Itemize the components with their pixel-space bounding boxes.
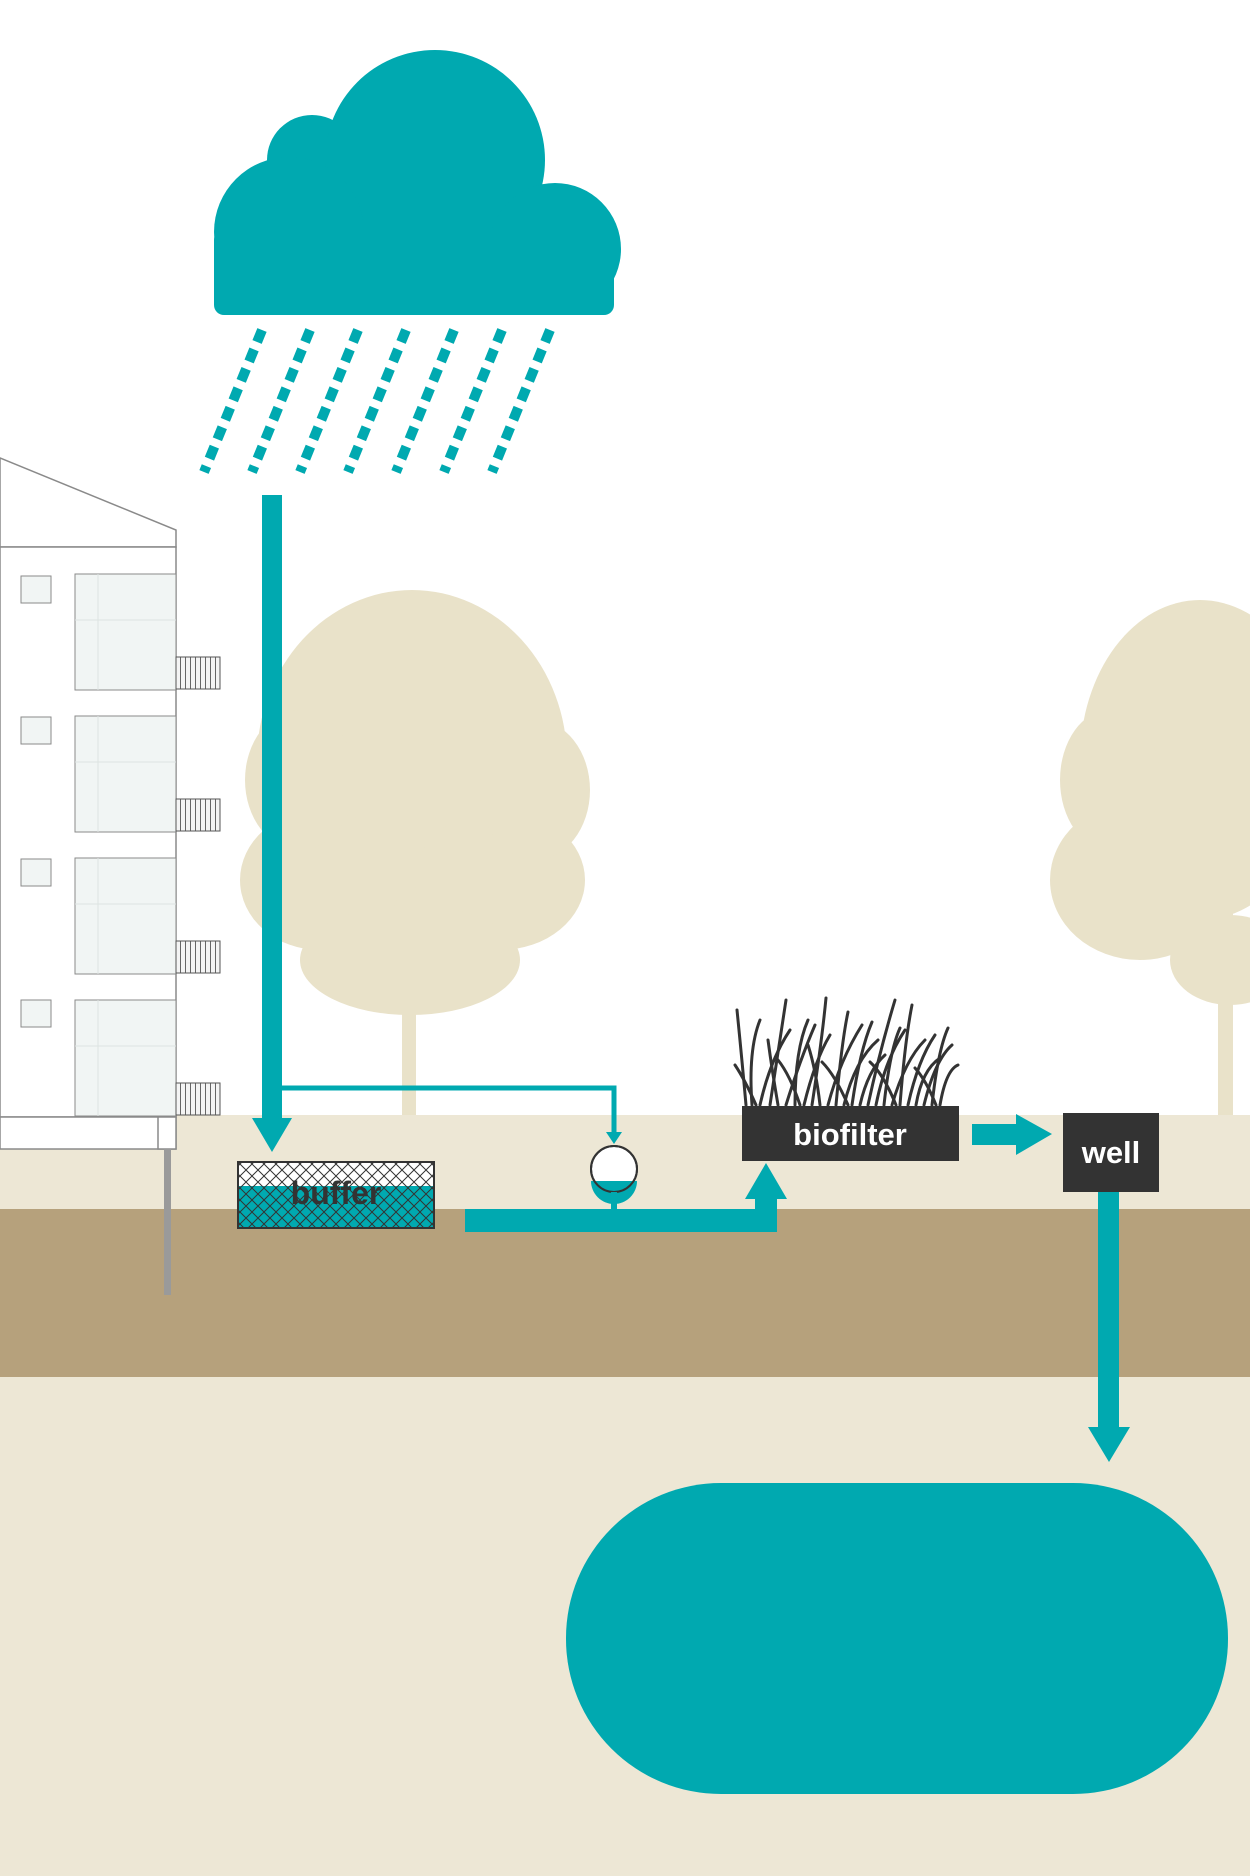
buffer-tank[interactable]: buffer [237, 1161, 435, 1229]
rain-icon [199, 328, 555, 474]
soil-layer [0, 1209, 1250, 1377]
transfer-pipe [465, 1163, 787, 1232]
building [0, 457, 221, 1295]
floor-2 [20, 715, 221, 833]
sky [0, 0, 1250, 1115]
biofilter-to-well-arrow [972, 1114, 1052, 1155]
well-label: well [1081, 1135, 1141, 1170]
grass-icon [733, 996, 960, 1107]
well-to-aquifer-arrow [1088, 1192, 1130, 1462]
well-box[interactable]: well [1063, 1113, 1159, 1192]
floor-1 [20, 573, 221, 691]
overflow-pipe [282, 1085, 617, 1138]
foundation-pile [164, 1149, 171, 1295]
pump-icon[interactable] [590, 1145, 638, 1216]
buffer-label: buffer [291, 1175, 382, 1211]
aquifer-icon [566, 1483, 1228, 1794]
biofilter-box[interactable]: biofilter [742, 1106, 959, 1161]
downpipe-arrow [252, 495, 292, 1152]
floor-4 [20, 999, 221, 1117]
cloud-icon [214, 50, 621, 315]
tree-icon-right [1050, 600, 1250, 1120]
biofilter-label: biofilter [793, 1117, 907, 1152]
floor-3 [20, 857, 221, 975]
